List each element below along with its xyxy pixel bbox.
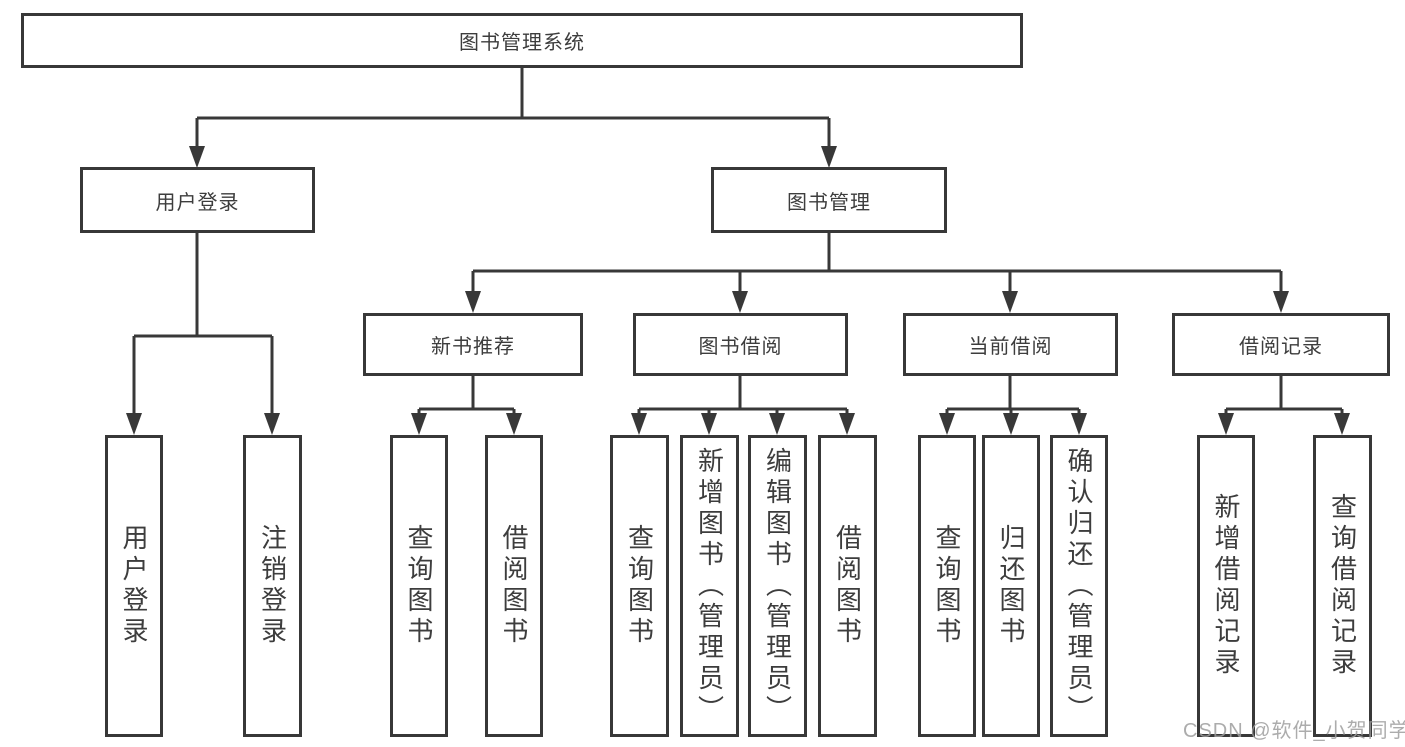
node-new-book-recommend: 新书推荐 — [363, 313, 583, 376]
node-user-login: 用户登录 — [80, 167, 315, 233]
leaf-add-borrow-record: 新增借阅记录 — [1197, 435, 1255, 737]
leaf-query-books-borrowing: 查询图书 — [610, 435, 669, 737]
node-book-management: 图书管理 — [711, 167, 947, 233]
leaf-edit-book-admin-label: 编辑图书（管理员） — [762, 446, 793, 726]
leaf-query-books-recommend: 查询图书 — [390, 435, 448, 737]
leaf-query-books-current-label: 查询图书 — [932, 524, 962, 648]
leaf-user-login-label: 用户登录 — [119, 524, 149, 648]
leaf-confirm-return-admin-label: 确认归还（管理员） — [1064, 446, 1094, 726]
csdn-watermark: CSDN @软件_小贺同学 — [1183, 720, 1405, 742]
connector-borrowrecords-to-leaves — [1224, 376, 1344, 415]
node-library-system: 图书管理系统 — [21, 13, 1023, 68]
leaf-return-book: 归还图书 — [982, 435, 1040, 737]
leaf-borrow-books-recommend-label: 借阅图书 — [499, 524, 529, 648]
leaf-borrow-books-borrowing: 借阅图书 — [818, 435, 877, 737]
connector-currentborrow-to-leaves — [945, 376, 1081, 415]
leaf-add-borrow-record-label: 新增借阅记录 — [1211, 493, 1241, 679]
node-current-borrowing: 当前借阅 — [903, 313, 1118, 376]
leaf-add-book-admin: 新增图书（管理员） — [680, 435, 739, 737]
leaf-add-book-admin-label: 新增图书（管理员） — [694, 446, 725, 726]
connector-root-to-level2 — [195, 68, 831, 148]
leaf-confirm-return-admin: 确认归还（管理员） — [1050, 435, 1108, 737]
leaf-query-books-borrowing-label: 查询图书 — [624, 524, 655, 648]
leaf-borrow-books-recommend: 借阅图书 — [485, 435, 543, 737]
leaf-logout: 注销登录 — [243, 435, 302, 737]
leaf-borrow-books-borrowing-label: 借阅图书 — [832, 524, 863, 648]
connector-userlogin-to-leaves — [132, 233, 274, 414]
leaf-query-borrow-record-label: 查询借阅记录 — [1327, 493, 1358, 679]
leaf-user-login: 用户登录 — [105, 435, 163, 737]
leaf-query-borrow-record: 查询借阅记录 — [1313, 435, 1372, 737]
leaf-query-books-current: 查询图书 — [918, 435, 976, 737]
node-book-borrowing: 图书借阅 — [633, 313, 848, 376]
connector-newbookrec-to-leaves — [417, 376, 516, 415]
leaf-query-books-recommend-label: 查询图书 — [404, 524, 434, 648]
leaf-edit-book-admin: 编辑图书（管理员） — [748, 435, 807, 737]
connector-bookborrow-to-leaves — [637, 376, 849, 415]
leaf-logout-label: 注销登录 — [257, 524, 288, 648]
node-borrowing-records: 借阅记录 — [1172, 313, 1390, 376]
connector-bookmgmt-to-level3 — [471, 233, 1283, 293]
leaf-return-book-label: 归还图书 — [996, 524, 1026, 648]
arrowheads — [126, 146, 1350, 435]
